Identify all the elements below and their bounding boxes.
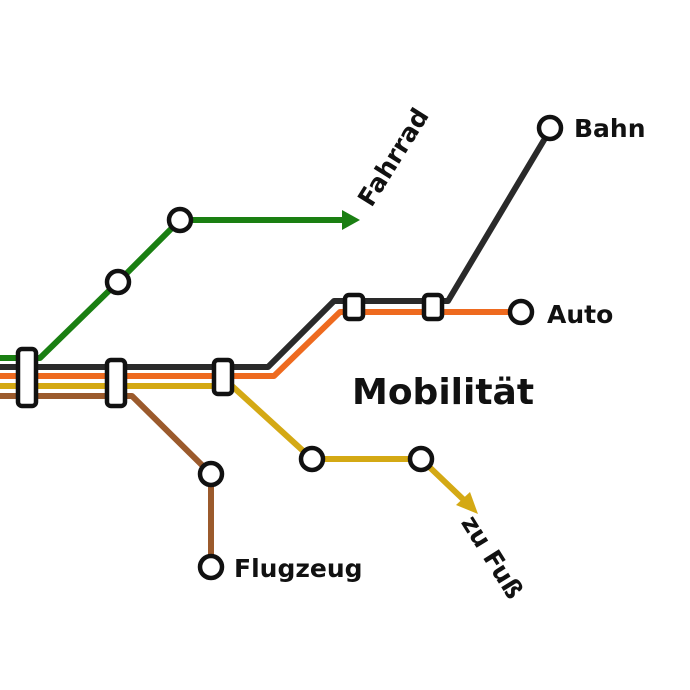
station-fahrrad-1[interactable]: [104, 268, 132, 296]
line-label-auto: Auto: [547, 300, 614, 329]
station-flugzeug-1[interactable]: [197, 460, 225, 488]
line-fahrrad: [0, 217, 345, 361]
line-flugzeug: [0, 393, 214, 567]
station-flugzeug-end[interactable]: [197, 553, 225, 581]
interchange-station[interactable]: [421, 292, 445, 322]
station-fuss-1[interactable]: [298, 445, 326, 473]
station-fuss-2[interactable]: [407, 445, 435, 473]
interchange-station[interactable]: [104, 357, 128, 409]
station-fahrrad-2[interactable]: [166, 206, 194, 234]
line-bahn: [0, 128, 553, 370]
diagram-title: Mobilität: [352, 372, 535, 413]
station-auto-end[interactable]: [507, 298, 535, 326]
arrow-fahrrad-icon: [342, 210, 360, 230]
line-label-bahn: Bahn: [574, 114, 646, 143]
interchange-station[interactable]: [211, 357, 235, 397]
interchange-station[interactable]: [342, 292, 366, 322]
line-label-flugzeug: Flugzeug: [234, 554, 363, 583]
interchange-station[interactable]: [15, 346, 39, 409]
arrow-fuss-icon: [456, 492, 478, 514]
station-bahn-end[interactable]: [536, 114, 564, 142]
